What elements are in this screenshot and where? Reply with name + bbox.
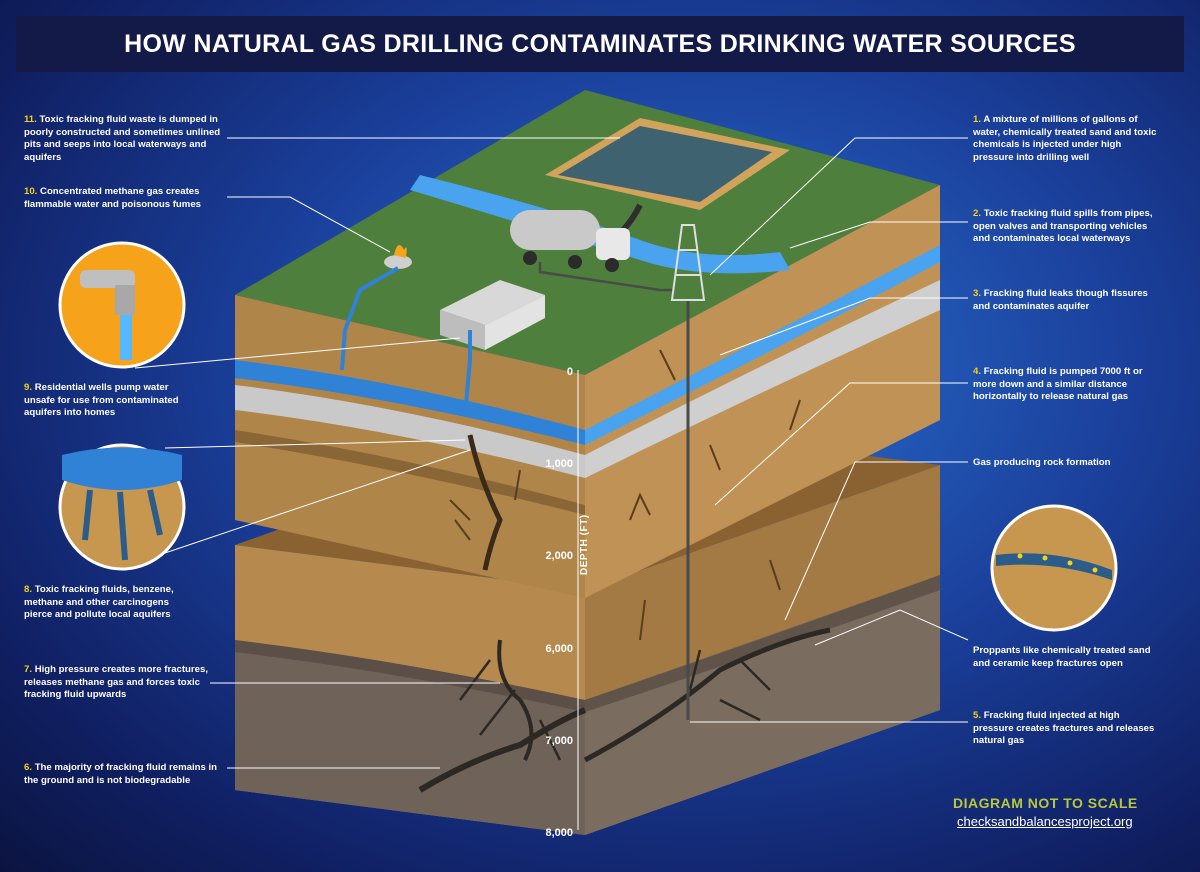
depth-axis-label: DEPTH (FT): [579, 514, 590, 575]
callout-2: 2. Toxic fracking fluid spills from pipe…: [973, 208, 1153, 244]
depth-tick-2000: 2,000: [545, 550, 573, 562]
aquifer-inset: [58, 443, 186, 571]
upper-ground-block: [235, 90, 940, 720]
callout-9: 9. Residential wells pump water unsafe f…: [24, 382, 179, 418]
title-bar: HOW NATURAL GAS DRILLING CONTAMINATES DR…: [16, 16, 1184, 72]
faucet-inset: [58, 241, 186, 369]
callout-3: 3. Fracking fluid leaks though fissures …: [973, 288, 1148, 312]
leader-lines: [134, 137, 969, 830]
scale-note: DIAGRAM NOT TO SCALE: [953, 795, 1138, 811]
page-title: HOW NATURAL GAS DRILLING CONTAMINATES DR…: [124, 29, 1076, 58]
callout-6: 6. The majority of fracking fluid remain…: [24, 762, 218, 786]
callout-11: 11. Toxic fracking fluid waste is dumped…: [24, 114, 221, 163]
callout-1: 1. A mixture of millions of gallons of w…: [973, 114, 1157, 163]
callout-4: 4. Fracking fluid is pumped 7000 ft or m…: [973, 366, 1143, 402]
callout-gas-formation: Gas producing rock formation: [973, 457, 1111, 468]
website-link[interactable]: checksandbalancesproject.org: [957, 814, 1133, 829]
callout-7: 7. High pressure creates more fractures,…: [24, 664, 208, 700]
depth-tick-1000: 1,000: [545, 458, 573, 470]
depth-tick-8000: 8,000: [545, 827, 573, 839]
depth-tick-7000: 7,000: [545, 735, 573, 747]
depth-tick-6000: 6,000: [545, 643, 573, 655]
callout-8: 8. Toxic fracking fluids, benzene, metha…: [24, 584, 174, 620]
depth-tick-0: 0: [566, 366, 573, 378]
callout-10: 10. Concentrated methane gas creates fla…: [24, 186, 201, 210]
callout-proppants: Proppants like chemically treated sand a…: [973, 645, 1151, 669]
callout-5: 5. Fracking fluid injected at high press…: [973, 710, 1155, 746]
proppant-inset: [990, 504, 1118, 632]
